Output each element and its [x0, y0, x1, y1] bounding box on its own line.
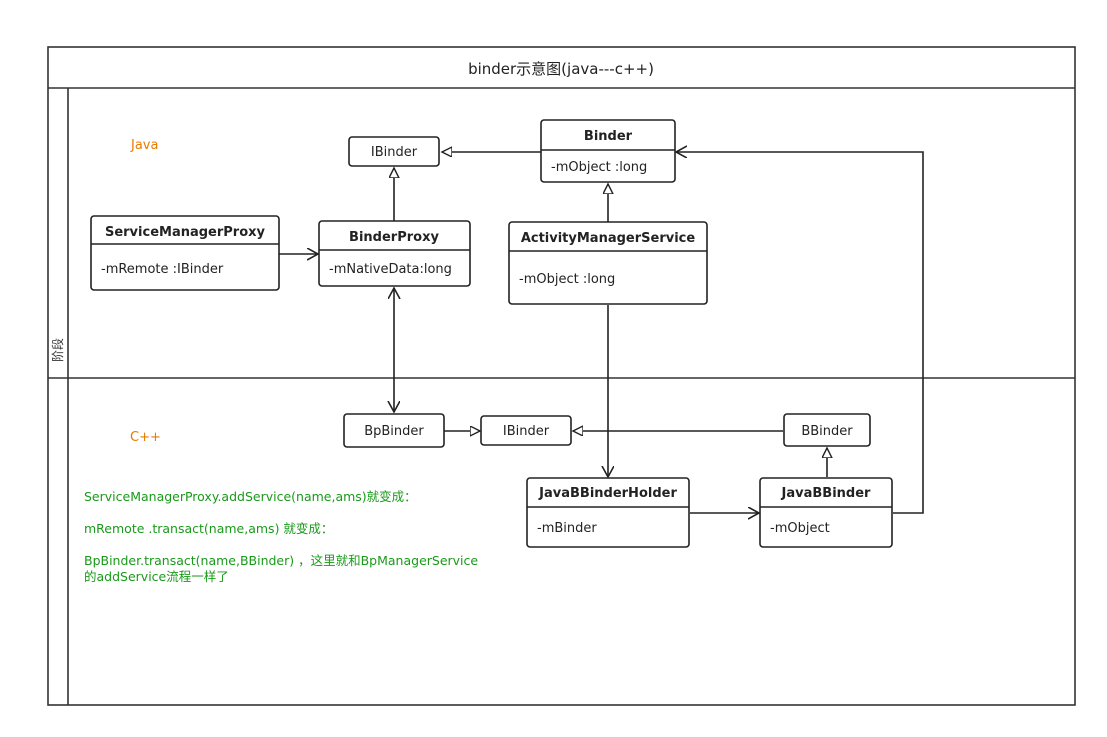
- class-name: ActivityManagerService: [521, 231, 696, 246]
- note-line: ServiceManagerProxy.addService(name,ams)…: [84, 489, 417, 504]
- class-attr: -mRemote :IBinder: [101, 262, 224, 277]
- pool-frame: [47, 46, 1076, 706]
- class-name: JavaBBinder: [781, 486, 872, 501]
- class-name: IBinder: [371, 145, 418, 160]
- class-attr: -mObject :long: [551, 160, 647, 175]
- class-name: BBinder: [801, 424, 853, 439]
- class-attr: -mNativeData:long: [329, 262, 452, 277]
- class-name: JavaBBinderHolder: [538, 486, 677, 501]
- pool-label: 阶段: [50, 338, 65, 362]
- class-attr: -mObject: [770, 521, 830, 536]
- class-ibinder-cpp: IBinder: [480, 415, 572, 446]
- class-attr: -mBinder: [537, 521, 597, 536]
- class-bbinder: BBinder: [783, 413, 871, 447]
- connectors: [279, 152, 924, 514]
- lane-label-cpp: C++: [130, 430, 161, 445]
- note-line: BpBinder.transact(name,BBinder) ，这里就和BpM…: [84, 553, 478, 568]
- class-java-bbinder-holder: JavaBBinderHolder -mBinder: [526, 477, 690, 548]
- class-binder: Binder -mObject :long: [540, 119, 676, 183]
- note-line: mRemote .transact(name,ams) 就变成：: [84, 521, 333, 536]
- class-name: Binder: [584, 129, 633, 144]
- class-name: IBinder: [503, 424, 550, 439]
- note-line: 的addService流程一样了: [84, 569, 229, 584]
- class-service-manager-proxy: ServiceManagerProxy -mRemote :IBinder: [90, 215, 280, 291]
- class-binder-proxy: BinderProxy -mNativeData:long: [318, 220, 471, 287]
- class-attr: -mObject :long: [519, 272, 615, 287]
- class-name: BpBinder: [364, 424, 424, 439]
- class-ibinder-java: IBinder: [348, 136, 440, 167]
- class-name: ServiceManagerProxy: [105, 225, 266, 240]
- javabbinder-to-binder-arrow: [676, 152, 924, 514]
- lane-label-java: Java: [130, 138, 158, 153]
- diagram-title: binder示意图(java---c++): [468, 60, 654, 78]
- notes: ServiceManagerProxy.addService(name,ams)…: [84, 489, 478, 584]
- class-java-bbinder: JavaBBinder -mObject: [759, 477, 893, 548]
- class-activity-manager-service: ActivityManagerService -mObject :long: [508, 221, 708, 305]
- class-name: BinderProxy: [349, 230, 439, 245]
- class-bpbinder: BpBinder: [343, 413, 445, 448]
